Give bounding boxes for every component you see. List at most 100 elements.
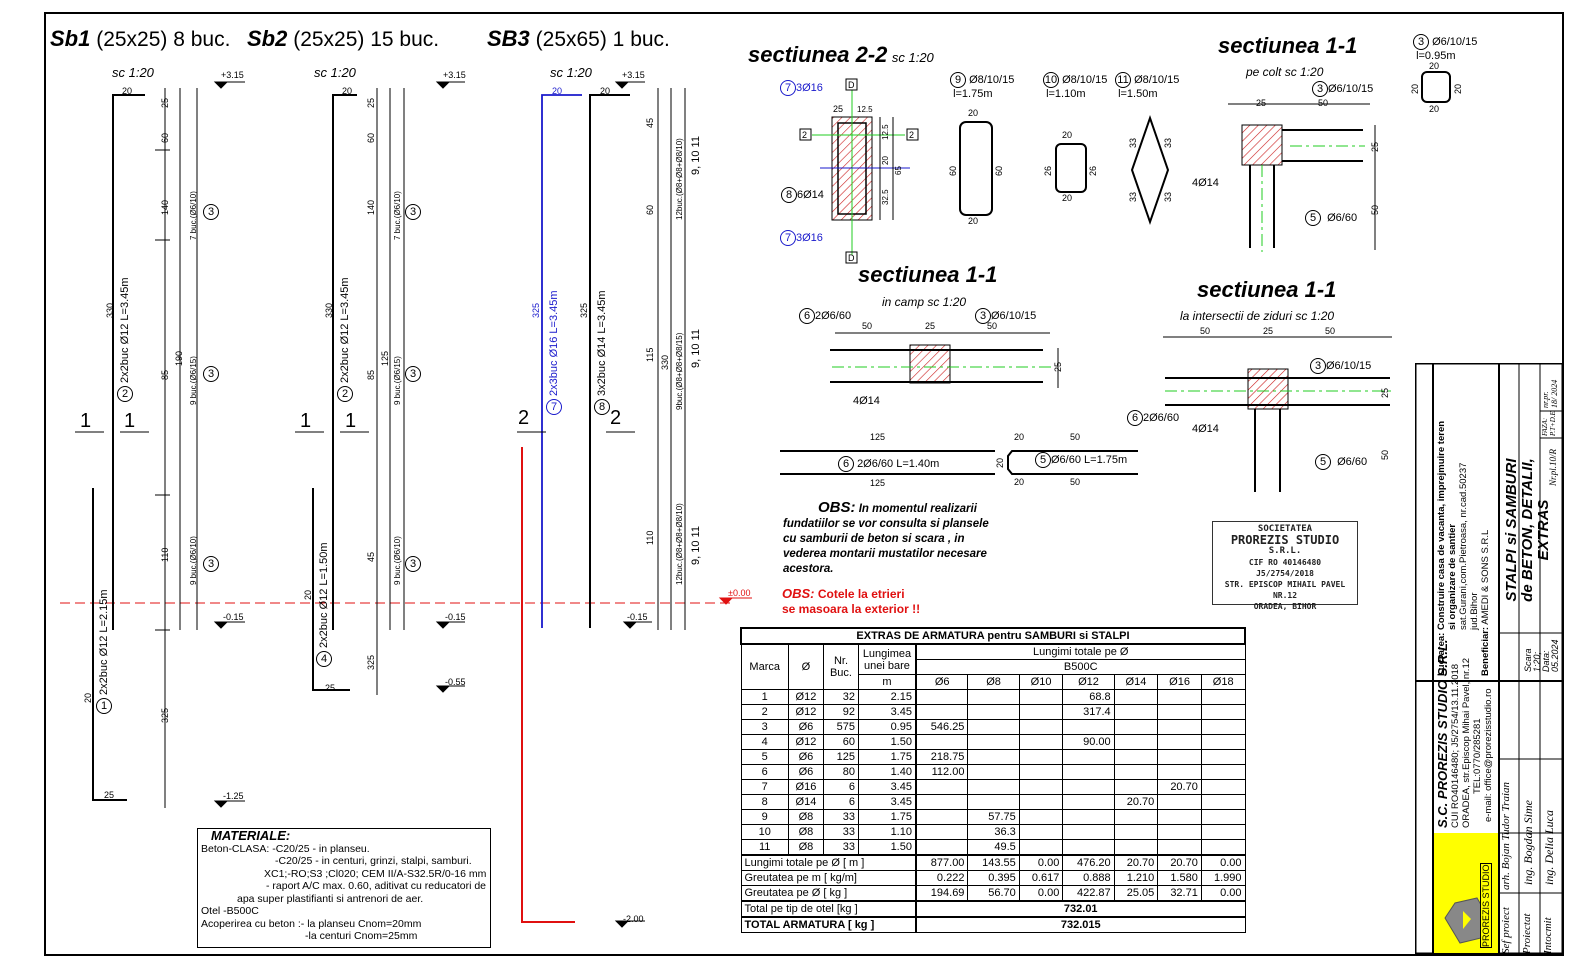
- table-cell: [1018, 809, 1064, 825]
- table-cell: [1062, 779, 1115, 795]
- table-cell: [1200, 764, 1246, 780]
- table-cell: 11: [740, 839, 789, 856]
- sb1-bar1-label: 1 2x2buc Ø12 L=2.15m: [96, 589, 112, 714]
- section-2-2-dim-total: 65: [894, 166, 903, 175]
- summary-cell: 143.55: [967, 854, 1020, 871]
- table-cell: 1.40: [857, 764, 917, 780]
- sb2-stirrup-mark-2: 3: [405, 366, 421, 382]
- header-marca: Marca: [740, 643, 789, 690]
- sb3-elevation: [517, 81, 752, 928]
- table-cell: 1: [740, 689, 789, 705]
- table-title: EXTRAS DE ARMATURA pentru SAMBURI si STA…: [740, 627, 1246, 645]
- sb3-section-mark-left: 2: [518, 407, 530, 429]
- table-cell: [914, 809, 969, 825]
- sb1-dim-60: 140: [160, 199, 170, 215]
- summary-cell: 194.69: [914, 885, 969, 902]
- table-cell: 20.70: [1113, 794, 1159, 810]
- section-1-1-intersection-title: sectiunea 1-1: [1197, 277, 1337, 302]
- table-cell: [1018, 839, 1064, 856]
- sb1-section-mark-left: 1: [80, 410, 92, 432]
- section-2-2-dim-mid: 20: [881, 156, 890, 165]
- section-1-1-corner-dim-25: 25: [1256, 98, 1267, 108]
- table-cell: 33: [822, 809, 859, 825]
- table-cell: 33: [822, 839, 859, 856]
- table-cell: [1113, 719, 1159, 735]
- table-cell: [1062, 824, 1115, 840]
- section-1-1-intersection-bars: 4Ø14: [1192, 423, 1219, 435]
- table-cell: [1062, 809, 1115, 825]
- stirrup-10-dim-right: 26: [1088, 165, 1098, 176]
- section-2-2-dim-top: 12.5: [881, 124, 890, 140]
- table-cell: 92: [822, 704, 859, 720]
- stirrup-3-dim-right: 20: [1453, 83, 1463, 94]
- sb2-dim-140: 85: [366, 369, 376, 380]
- role-intocmit: Intocmit: [1542, 917, 1554, 954]
- section-2-2-cut-left: 2: [802, 130, 808, 140]
- section-1-1-intersection-dim-50b: 50: [1325, 326, 1336, 336]
- drawing-sheet: [44, 12, 1564, 956]
- section-1-1-camp-dim-50a: 50: [862, 321, 873, 331]
- summary-cell: 0.395: [967, 870, 1020, 886]
- table-cell: Ø16: [787, 779, 824, 795]
- sb3-scale: sc 1:20: [550, 65, 592, 80]
- sb3-dim-45: 45: [645, 117, 655, 128]
- section-1-1-camp-bars: 4Ø14: [853, 395, 880, 407]
- sb3-level-mid: -0.15: [627, 612, 648, 622]
- sb2-dim-45: 325: [366, 654, 376, 670]
- summary-cell: 0.00: [1018, 885, 1064, 902]
- section-1-1-intersection-dim-50a: 50: [1200, 326, 1211, 336]
- table-cell: 3.45: [857, 794, 917, 810]
- table-cell: 1.75: [857, 809, 917, 825]
- stirrup-9-dim-right: 60: [994, 165, 1004, 176]
- table-cell: 6: [822, 794, 859, 810]
- section-1-1-camp-subtitle: in camp sc 1:20: [882, 295, 967, 309]
- sb1-level-bot: -1.25: [223, 791, 244, 801]
- total-type-value: 732.01: [914, 900, 1246, 918]
- sb1-stirrup-top: 7 buc.(Ø6/10): [189, 191, 198, 240]
- section-2-2-dim-bot: 32.5: [881, 189, 890, 205]
- name-proiectat: ing. Bogdan Sime: [1521, 800, 1535, 885]
- sb1-stirrup-mark-3: 3: [203, 556, 219, 572]
- total-type-label: Total pe tip de otel [kg ]: [740, 900, 917, 918]
- table-cell: 10: [740, 824, 789, 840]
- sb1-dim-110: 325: [160, 707, 170, 723]
- summary-cell: 1.210: [1113, 870, 1159, 886]
- table-cell: Ø8: [787, 839, 824, 856]
- sb1-stirrup-bot: 9 buc.(Ø6/10): [189, 536, 198, 585]
- sb2-scale: sc 1:20: [314, 65, 356, 80]
- table-cell: [967, 794, 1020, 810]
- summary-cell: 32.71: [1157, 885, 1202, 902]
- bar-5-dim-top-b: 50: [1070, 432, 1081, 442]
- sb2-section-mark-left: 1: [300, 410, 312, 432]
- sb2-dim-hook: 20: [342, 86, 353, 96]
- table-cell: 1.75: [857, 749, 917, 765]
- table-cell: 36.3: [967, 824, 1020, 840]
- summary-cell: 476.20: [1062, 854, 1115, 871]
- summary-cell: 877.00: [914, 854, 969, 871]
- sb3-dim-hook-blue: 20: [552, 86, 563, 96]
- table-cell: [967, 779, 1020, 795]
- sb2-stirrup-top: 7 buc.(Ø6/10): [393, 191, 402, 240]
- table-cell: [914, 839, 969, 856]
- stirrup-3-dim-bot: 20: [1429, 104, 1440, 114]
- table-cell: [1157, 809, 1202, 825]
- header-totals: Lungimi totale pe Ø: [914, 643, 1246, 660]
- header-diameter: Ø: [787, 643, 824, 690]
- table-cell: Ø8: [787, 824, 824, 840]
- header-diam: Ø16: [1157, 674, 1202, 690]
- materials-line: Beton-CLASA: -C20/25 - in planseu.: [201, 842, 370, 855]
- sb2-title: Sb2 (25x25) 15 buc.: [247, 26, 440, 51]
- bar-6-dim-bot: 125: [870, 478, 886, 488]
- table-cell: [1113, 779, 1159, 795]
- table-cell: [967, 719, 1020, 735]
- obs-note: OBS: In momentul realizarii fundatiilor …: [783, 499, 989, 575]
- table-cell: [1018, 779, 1064, 795]
- summary-cell: 20.70: [1157, 854, 1202, 871]
- stirrup-11-dim-1: 33: [1128, 137, 1138, 148]
- sb2-dim-85: 45: [366, 551, 376, 562]
